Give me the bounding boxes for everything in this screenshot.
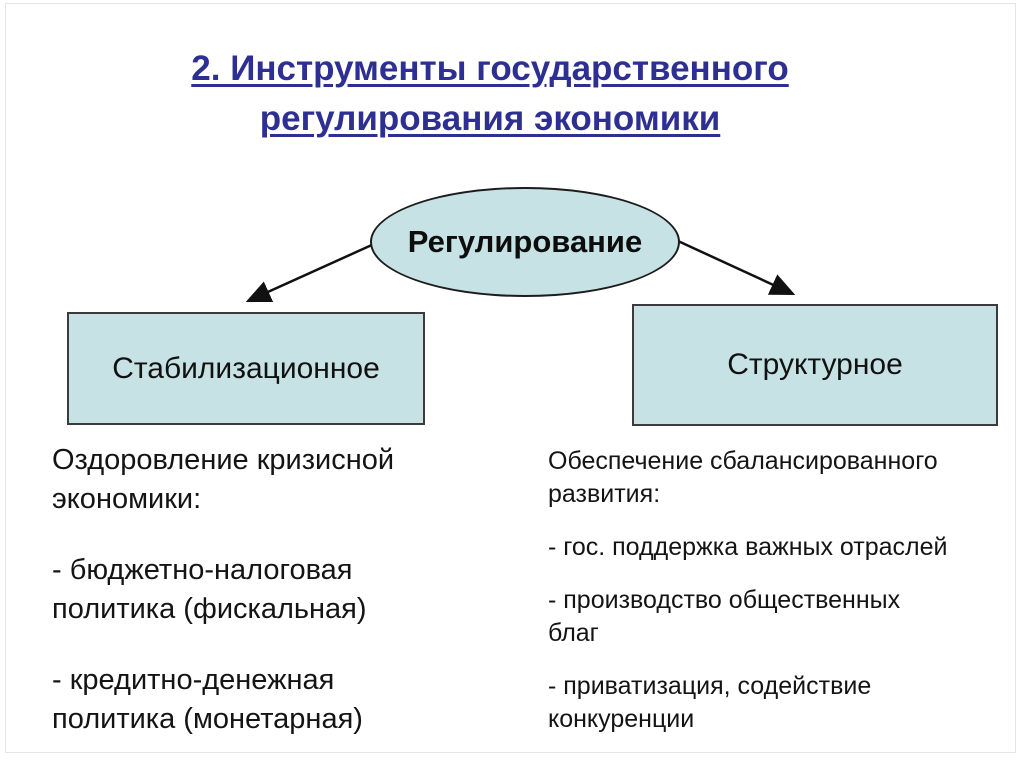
stabilization-description: Оздоровление кризисной экономики: - бюдж… [52, 441, 492, 739]
branch-box-structural-label: Структурное [727, 348, 903, 381]
page-title: 2. Инструменты государственного регулиро… [70, 44, 910, 144]
diagram-root-label: Регулирование [407, 224, 643, 259]
page-title-line-1: 2. Инструменты государственного [191, 49, 789, 88]
list-item-line: - кредитно-денежная [52, 664, 335, 696]
stabilization-heading-line: экономики: [52, 483, 202, 515]
structural-heading-line: Обеспечение сбалансированного [548, 447, 938, 475]
arrow-to-structural-icon [677, 239, 796, 296]
list-item-line: - производство общественных [548, 586, 901, 614]
page-title-line-2: регулирования экономики [259, 99, 721, 138]
structural-heading: Обеспечение сбалансированного развития: [548, 445, 1010, 511]
stabilization-heading-line: Оздоровление кризисной [52, 444, 395, 476]
arrow-to-stabilization-icon [245, 242, 375, 303]
structural-description: Обеспечение сбалансированного развития: … [548, 445, 1010, 736]
stabilization-item-fiscal: - бюджетно-налоговая политика (фискальна… [52, 551, 492, 629]
structural-item-privatization: - приватизация, содействие конкуренции [548, 670, 1010, 736]
list-item-line: политика (монетарная) [52, 703, 363, 735]
list-item-line: конкуренции [548, 705, 695, 733]
list-item-line: - приватизация, содействие [548, 672, 872, 700]
structural-heading-line: развития: [548, 480, 661, 508]
structural-item-support: - гос. поддержка важных отраслей [548, 531, 1010, 564]
list-item-line: политика (фискальная) [52, 593, 367, 625]
list-item-line: благ [548, 619, 599, 647]
branch-box-structural: Структурное [632, 304, 998, 426]
stabilization-item-monetary: - кредитно-денежная политика (монетарная… [52, 661, 492, 739]
list-item-line: - бюджетно-налоговая [52, 554, 353, 586]
stabilization-heading: Оздоровление кризисной экономики: [52, 441, 492, 519]
branch-box-stabilization: Стабилизационное [67, 312, 425, 425]
branch-box-stabilization-label: Стабилизационное [112, 351, 380, 385]
structural-item-public-goods: - производство общественных благ [548, 584, 1010, 650]
diagram-root-node: Регулирование [370, 187, 680, 297]
list-item-line: - гос. поддержка важных отраслей [548, 533, 948, 561]
